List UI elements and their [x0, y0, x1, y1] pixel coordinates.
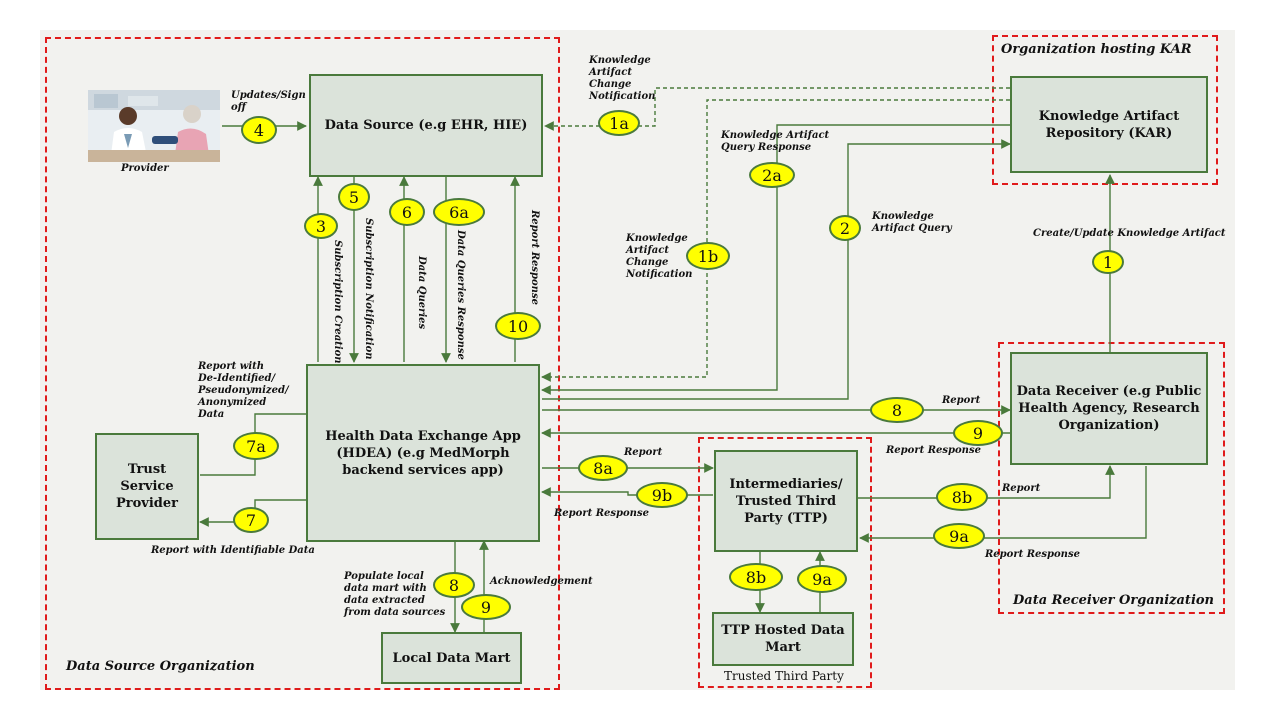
data-receiver-box[interactable]: Data Receiver (e.g Public Health Agency,… [1010, 352, 1208, 465]
arrow-1b [541, 99, 1010, 382]
step-badge-3: 3 [304, 213, 338, 239]
arrow-2a [541, 124, 1010, 395]
ttp-box[interactable]: Intermediaries/ Trusted Third Party (TTP… [714, 450, 858, 552]
receiver-label-line-2: Health Agency, Research [1018, 401, 1200, 416]
ka-query-label: Knowledge Artifact Query [872, 211, 952, 234]
ttp-organization-boundary [698, 437, 872, 688]
data-queries-response-label: Data Queries Response [455, 230, 466, 360]
trust-label-line-3: Provider [116, 496, 178, 511]
subscription-creation-label: Subscription Creation [332, 240, 343, 364]
kar-org-label: Organization hosting KAR [1001, 42, 1192, 57]
arrow-2 [542, 139, 1011, 400]
ka-change-notification-mid-label: Knowledge Artifact Change Notification [626, 233, 693, 280]
kar-label-line-2: Repository (KAR) [1045, 125, 1173, 141]
report-8a-label: Report [624, 447, 663, 458]
hdea-label-line-2: (HDEA) (e.g MedMorph [336, 445, 510, 461]
step-badge-5: 5 [338, 183, 370, 211]
step-badge-1: 1 [1092, 250, 1124, 274]
subscription-notification-label: Subscription Notification [363, 218, 374, 360]
report-identifiable-label: Report with Identifiable Data [151, 545, 315, 556]
ka-change-notification-top-label: Knowledge Artifact Change Notification [589, 55, 656, 102]
step-badge-10: 10 [495, 312, 541, 340]
hdea-label-line-3: backend services app) [342, 462, 504, 478]
kar-organization-boundary [992, 35, 1218, 185]
updates-signoff-label: Updates/Sign off [231, 90, 306, 113]
ka-query-response-label: Knowledge Artifact Query Response [721, 130, 830, 153]
step-badge-9: 9 [953, 420, 1003, 446]
ttp-org-label: Trusted Third Party [724, 669, 844, 683]
report-response-9-label: Report Response [886, 445, 981, 456]
ttp-mart-label-line-1: TTP Hosted Data [721, 623, 845, 638]
step-badge-8b-down: 8b [729, 563, 783, 591]
hdea-box[interactable]: Health Data Exchange App (HDEA) (e.g Med… [306, 364, 540, 542]
data-source-box[interactable]: Data Source (e.g EHR, HIE) [309, 74, 543, 177]
step-badge-6: 6 [389, 198, 425, 226]
step-badge-7: 7 [233, 507, 269, 533]
kar-label-line-1: Knowledge Artifact [1038, 108, 1180, 124]
step-badge-8: 8 [870, 397, 924, 423]
receiver-organization-boundary [998, 342, 1225, 614]
populate-mart-label: Populate local data mart with data extra… [344, 571, 446, 618]
step-badge-9a-up: 9a [797, 565, 847, 593]
step-badge-1b: 1b [686, 242, 730, 270]
data-source-label: Data Source (e.g EHR, HIE) [324, 118, 528, 133]
report-8b-label: Report [1002, 483, 1041, 494]
provider-caption: Provider [121, 163, 169, 174]
hdea-label-line-1: Health Data Exchange App [325, 428, 521, 444]
step-badge-9b: 9b [636, 482, 688, 508]
step-badge-8-mart: 8 [433, 572, 475, 598]
ttp-mart-label-line-2: Mart [765, 640, 801, 655]
receiver-org-label: Data Receiver Organization [1013, 593, 1214, 608]
local-mart-label: Local Data Mart [392, 650, 511, 666]
report-deidentified-label: Report with De-Identified/ Pseudonymized… [198, 361, 289, 420]
step-badge-2a: 2a [749, 162, 795, 188]
step-badge-9-mart: 9 [461, 594, 511, 620]
local-data-mart-box[interactable]: Local Data Mart [381, 632, 522, 684]
arrow-9a [859, 466, 1147, 543]
step-badge-7a: 7a [233, 432, 279, 460]
create-update-ka-label: Create/Update Knowledge Artifact [1033, 228, 1226, 239]
report-response-9b-label: Report Response [554, 508, 649, 519]
ttp-label-line-1: Intermediaries/ [729, 476, 843, 492]
receiver-label-line-1: Data Receiver (e.g Public [1016, 384, 1202, 399]
step-badge-6a: 6a [433, 198, 485, 226]
ttp-data-mart-box[interactable]: TTP Hosted Data Mart [712, 612, 854, 666]
step-badge-9a-right: 9a [933, 523, 985, 549]
report-response-vertical-label: Report Response [529, 210, 540, 305]
data-source-organization-boundary [45, 37, 560, 690]
step-badge-8a: 8a [578, 455, 628, 481]
data-source-org-label: Data Source Organization [66, 659, 255, 674]
report-8-label: Report [942, 395, 981, 406]
ttp-label-line-3: Party (TTP) [744, 510, 828, 526]
step-badge-2: 2 [829, 215, 861, 241]
trust-service-provider-box[interactable]: Trust Service Provider [95, 433, 199, 540]
kar-box[interactable]: Knowledge Artifact Repository (KAR) [1010, 76, 1208, 173]
step-badge-1a: 1a [598, 110, 640, 136]
step-badge-4: 4 [241, 116, 277, 144]
acknowledgement-label: Acknowledgement [490, 576, 593, 587]
trust-label-line-1: Trust [127, 462, 167, 477]
ttp-label-line-2: Trusted Third [735, 493, 837, 509]
report-response-9a-label: Report Response [985, 549, 1080, 560]
receiver-label-line-3: Organization) [1058, 418, 1160, 433]
data-queries-label: Data Queries [416, 256, 427, 330]
step-badge-8b-right: 8b [936, 483, 988, 511]
trust-label-line-2: Service [120, 479, 174, 494]
provider-photo-icon [88, 90, 220, 162]
